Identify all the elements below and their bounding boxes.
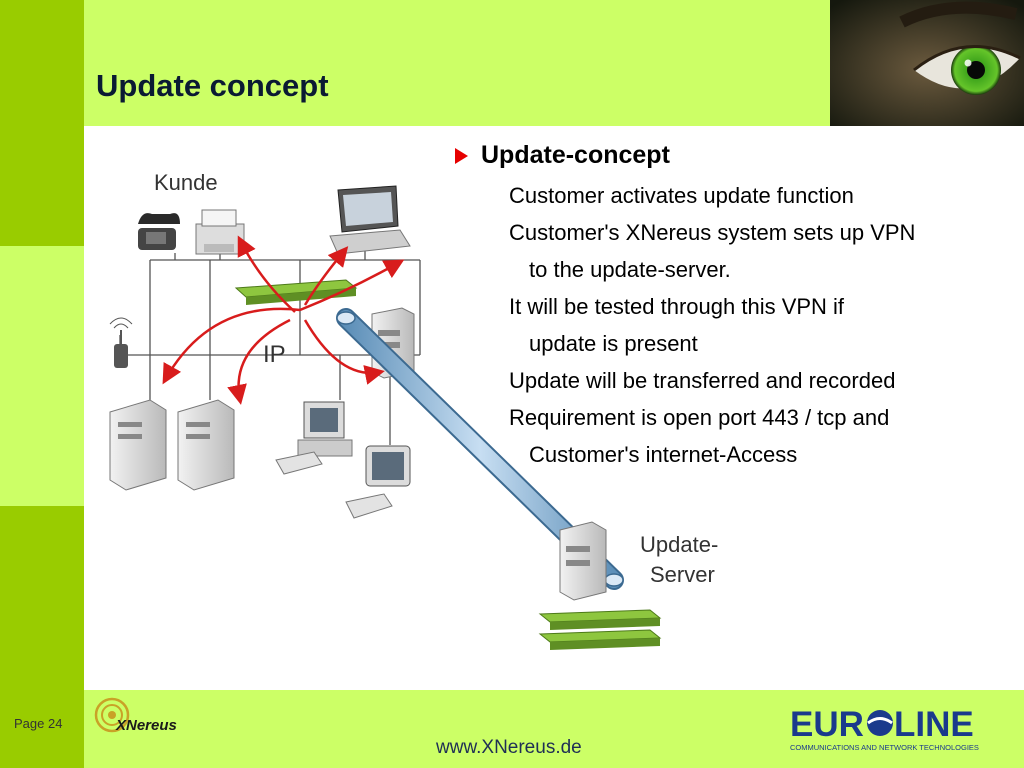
- update-server-label-line2: Server: [650, 562, 715, 587]
- bullet-line-7: Requirement is open port 443 / tcp and: [509, 405, 890, 430]
- left-accent-strip-bottom: [0, 506, 84, 768]
- bullet-heading: Update-concept: [481, 141, 670, 169]
- telephone-icon: [138, 213, 180, 250]
- bullet-line-8: Customer's internet-Access: [529, 442, 798, 467]
- bullet-line-1: Customer activates update function: [509, 183, 854, 208]
- desktop-computer-icon: [275, 401, 353, 475]
- bullet-line-5: update is present: [529, 331, 698, 356]
- bullet-line-3: to the update-server.: [529, 257, 731, 282]
- network-label: IP: [263, 341, 286, 368]
- xnereus-logo: XNereus: [94, 697, 177, 734]
- customer-label: Kunde: [154, 170, 218, 195]
- laptop-icon: [329, 185, 411, 255]
- page-number: Page 24: [14, 716, 63, 731]
- bullet-line-2: Customer's XNereus system sets up VPN: [509, 220, 916, 245]
- website-url[interactable]: www.XNereus.de: [436, 737, 582, 758]
- left-accent-strip-middle: [0, 246, 84, 506]
- euroline-logo: EUR LINE COMMUNICATIONS AND NETWORK TECH…: [790, 705, 979, 752]
- update-server-icon: [538, 521, 662, 650]
- svg-text:LINE: LINE: [894, 705, 974, 744]
- footer-band: [84, 690, 1024, 768]
- svg-text:EUR: EUR: [790, 705, 864, 744]
- bullet-line-4: It will be tested through this VPN if: [509, 294, 845, 319]
- desktop-computer-icon-2: [345, 445, 411, 519]
- bullet-triangle-icon: [455, 148, 468, 164]
- wifi-antenna-icon: [109, 317, 133, 368]
- bullet-line-6: Update will be transferred and recorded: [509, 368, 896, 393]
- printer-icon: [195, 209, 245, 255]
- network-diagram: Kunde IP: [109, 170, 718, 650]
- slide-title: Update concept: [96, 68, 329, 103]
- server-tower-icon-2: [177, 399, 235, 491]
- svg-text:COMMUNICATIONS AND NETWORK TEC: COMMUNICATIONS AND NETWORK TECHNOLOGIES: [790, 743, 979, 752]
- left-accent-strip-top: [0, 0, 84, 246]
- eye-photo: [830, 0, 1024, 126]
- server-tower-icon: [109, 399, 167, 491]
- traffic-arrows: [162, 235, 405, 405]
- update-server-label-line1: Update-: [640, 532, 718, 557]
- header-band: [84, 0, 830, 126]
- rack-switch-icon: [234, 279, 358, 305]
- svg-text:XNereus: XNereus: [115, 717, 177, 734]
